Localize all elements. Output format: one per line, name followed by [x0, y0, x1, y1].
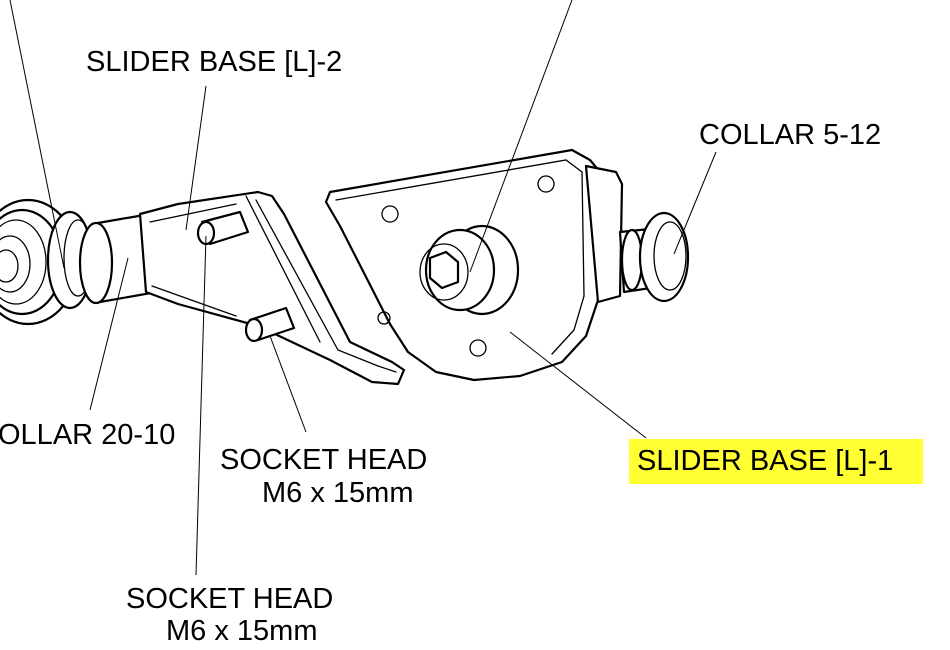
- label-collar-20-10: OLLAR 20-10: [0, 419, 175, 451]
- collar-5-12-part: [618, 211, 690, 303]
- leader-lines: [9, 0, 717, 576]
- slider-base-l1-part: [324, 148, 624, 382]
- left-roller-assembly: [0, 198, 94, 326]
- label-socket-head-1: SOCKET HEAD: [220, 444, 427, 476]
- label-collar-5-12: COLLAR 5-12: [699, 119, 881, 151]
- label-socket-head-1-size: M6 x 15mm: [262, 477, 413, 509]
- highlighted-label-slider-base-l1: SLIDER BASE [L]-1: [629, 439, 923, 484]
- label-socket-head-2: SOCKET HEAD: [126, 583, 333, 615]
- label-slider-base-l1: SLIDER BASE [L]-1: [637, 445, 893, 477]
- label-slider-base-l2: SLIDER BASE [L]-2: [86, 46, 342, 78]
- label-socket-head-2-size: M6 x 15mm: [166, 615, 317, 647]
- highlight-box: [629, 439, 923, 484]
